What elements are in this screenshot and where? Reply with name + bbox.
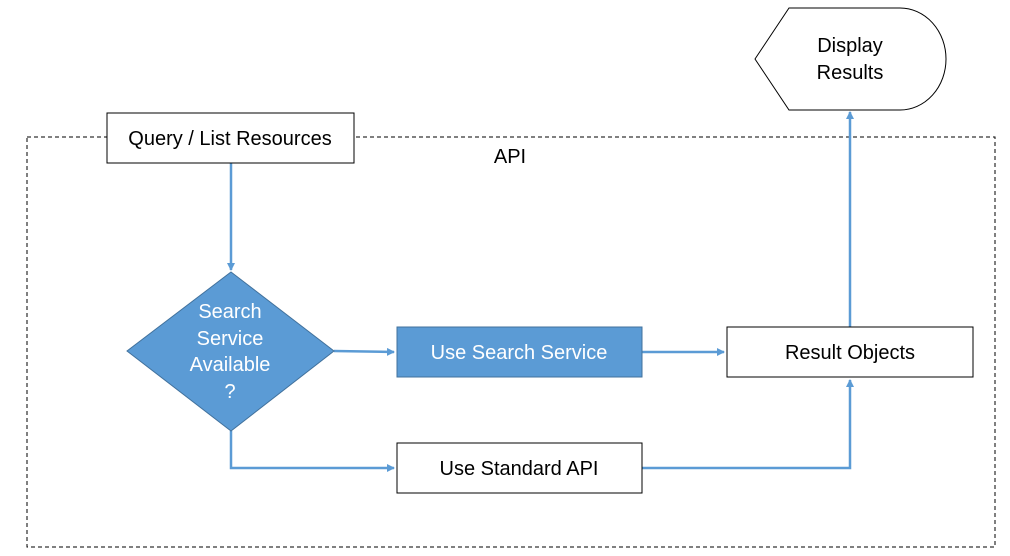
node-decision-search-service-available: Search Service Available ? — [126, 271, 335, 432]
node-display-results: Display Results — [754, 7, 947, 111]
decision-line-4: ? — [224, 381, 235, 403]
node-use-search-service: Use Search Service — [396, 326, 643, 378]
decision-line-1: Search — [198, 301, 261, 323]
node-result-objects: Result Objects — [726, 326, 974, 378]
node-results-label: Result Objects — [785, 342, 915, 364]
display-line-2: Results — [817, 62, 884, 84]
node-standard-label: Use Standard API — [440, 458, 599, 480]
node-search-label: Use Search Service — [431, 342, 608, 364]
edge-standard-to-results — [642, 379, 854, 470]
api-boundary-label: API — [494, 146, 526, 168]
display-line-1: Display — [817, 35, 883, 57]
node-query-label: Query / List Resources — [128, 128, 331, 150]
edge-decision-to-search — [333, 347, 395, 356]
decision-line-2: Service — [197, 328, 264, 350]
edge-decision-to-standard — [229, 431, 395, 472]
node-query-list-resources: Query / List Resources — [106, 112, 355, 164]
decision-line-3: Available — [190, 354, 271, 376]
node-use-standard-api: Use Standard API — [396, 442, 643, 494]
api-boundary — [26, 136, 996, 548]
